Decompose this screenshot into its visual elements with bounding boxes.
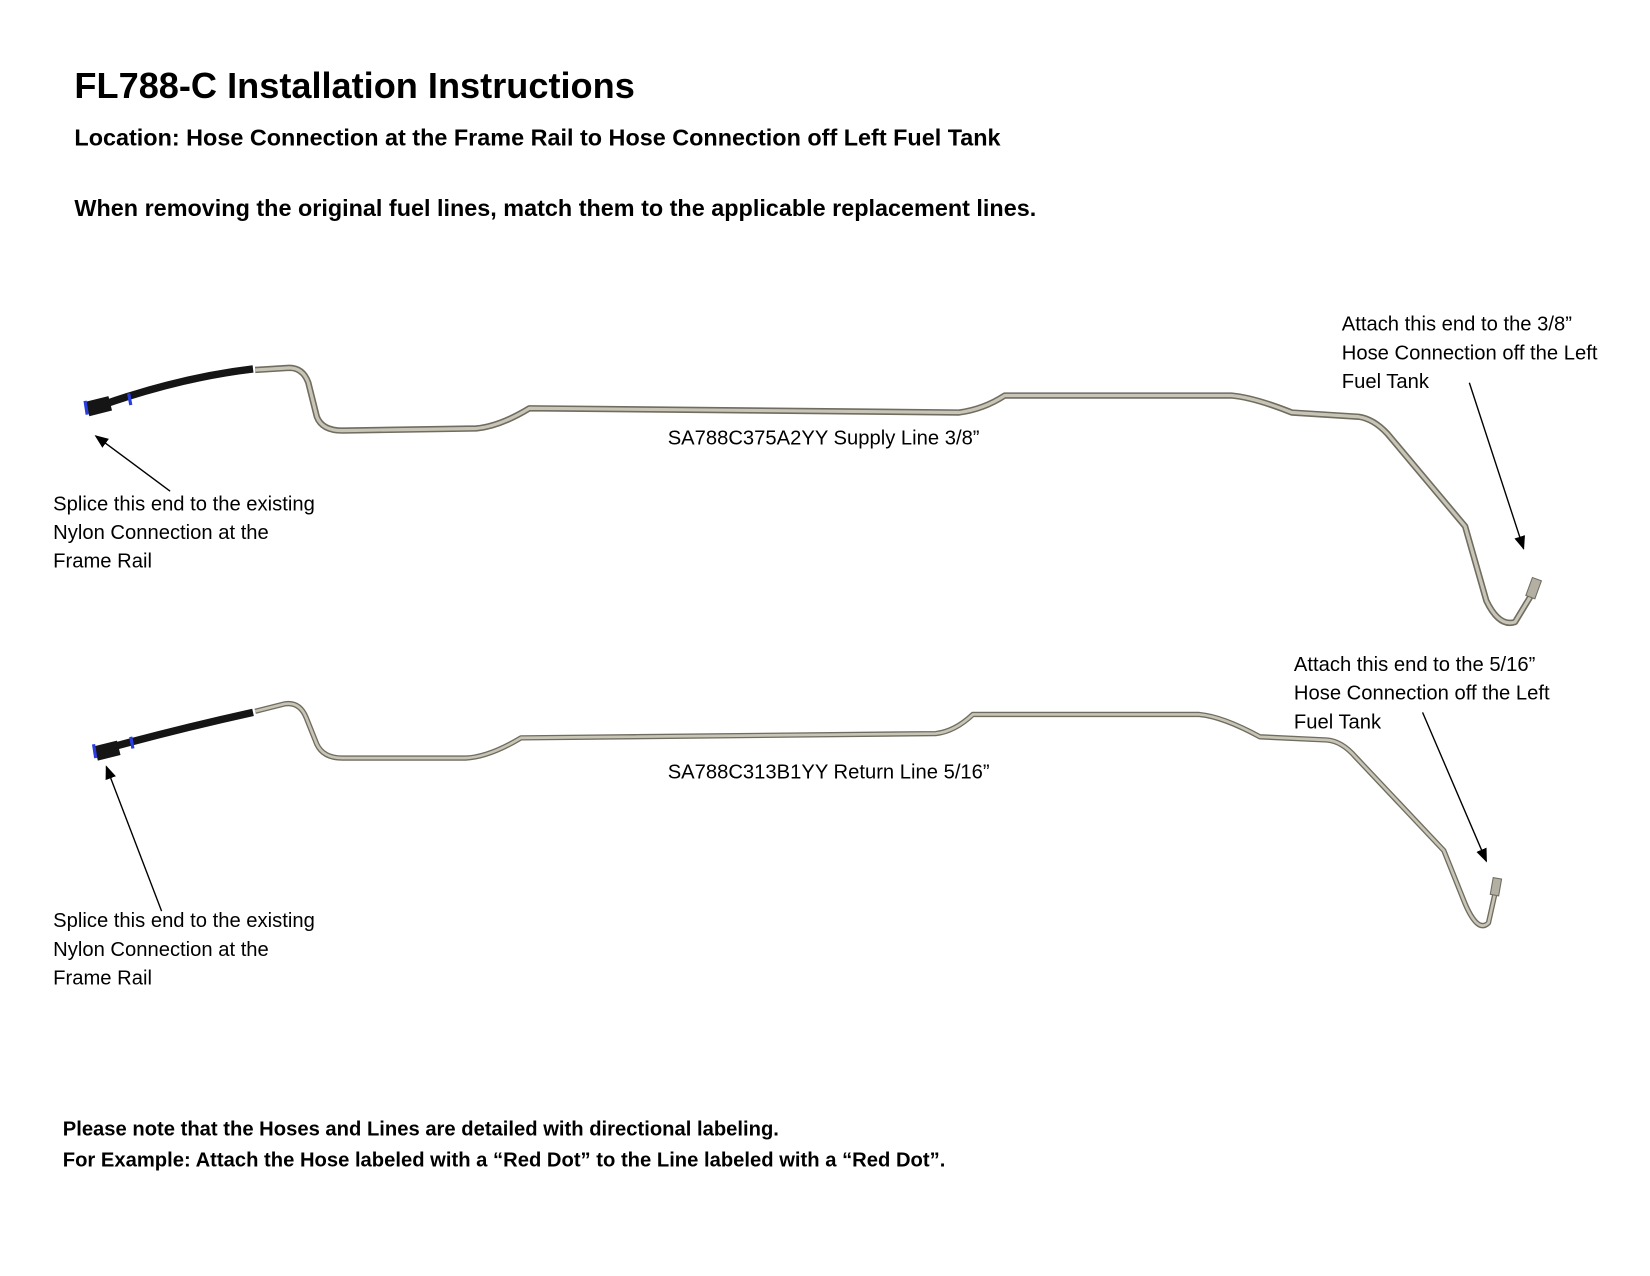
callout-line: Attach this end to the 5/16” [1293, 653, 1536, 677]
supply-left-arrow [94, 435, 171, 492]
supply-line-label: SA788C375A2YY Supply Line 3/8” [667, 427, 980, 450]
callout-line: Splice this end to the existing [53, 910, 315, 933]
instruction-text: When removing the original fuel lines, m… [74, 194, 1037, 222]
callout-line: Nylon Connection at the [53, 522, 269, 545]
callout-line: Attach this end to the 3/8” [1341, 313, 1572, 336]
return-left-callout: Splice this end to the existing Nylon Co… [53, 907, 315, 993]
note-line-2: For Example: Attach the Hose labeled wit… [62, 1149, 946, 1172]
callout-line: Fuel Tank [1341, 371, 1429, 394]
return-line-label: SA788C313B1YY Return Line 5/16” [667, 761, 990, 784]
supply-right-arrow [1468, 382, 1525, 550]
return-left-arrow [105, 765, 163, 912]
callout-line: Frame Rail [53, 550, 152, 574]
supply-line-image [83, 364, 1543, 626]
return-line-image [91, 700, 1503, 929]
location-text: Location: Hose Connection at the Frame R… [74, 124, 1001, 151]
callout-line: Splice this end to the existing [53, 493, 315, 516]
supply-left-callout: Splice this end to the existing Nylon Co… [53, 490, 315, 576]
callout-line: Hose Connection off the Left [1293, 682, 1550, 705]
note-line-1: Please note that the Hoses and Lines are… [62, 1118, 779, 1141]
page-title: FL788-C Installation Instructions [74, 65, 635, 107]
return-right-callout: Attach this end to the 5/16” Hose Connec… [1294, 651, 1550, 737]
return-right-arrow [1421, 712, 1487, 863]
supply-right-callout: Attach this end to the 3/8” Hose Connect… [1342, 310, 1598, 396]
callout-line: Hose Connection off the Left [1341, 342, 1598, 365]
callout-line: Fuel Tank [1293, 711, 1382, 734]
callout-line: Nylon Connection at the [53, 938, 269, 962]
callout-line: Frame Rail [53, 967, 152, 990]
